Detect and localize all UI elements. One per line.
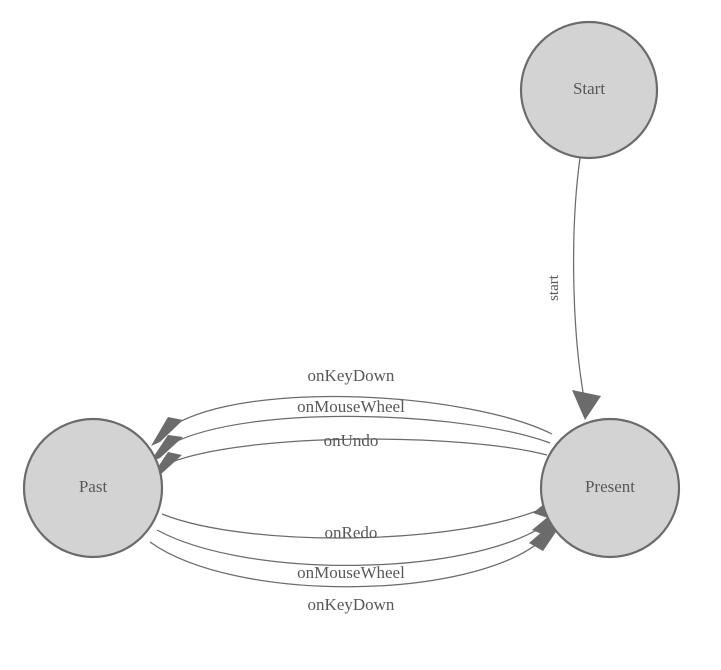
edge-past-to-present-onredo-path [161, 506, 547, 539]
node-present[interactable]: Present [539, 417, 681, 559]
node-present-circle [539, 417, 681, 559]
edge-start-to-present-arrowhead [572, 390, 601, 420]
node-start-label: Start [573, 79, 605, 98]
node-start-circle [519, 20, 659, 160]
edge-label-present-past-onundo: onUndo [324, 431, 379, 450]
edge-label-past-present-onmousewheel: onMouseWheel [297, 563, 405, 582]
node-start[interactable]: Start [519, 20, 659, 160]
edge-past-to-present-onredo[interactable]: onRedo [161, 491, 566, 542]
edge-present-to-past-onkeydown-path [171, 395, 553, 435]
edge-label-present-past-onkeydown: onKeyDown [308, 366, 395, 385]
edge-start-to-present[interactable]: start [546, 157, 601, 420]
edge-present-to-past-onmousewheel[interactable]: onMouseWheel [150, 397, 551, 462]
node-present-label: Present [585, 477, 635, 496]
edge-past-to-present-onkeydown-path [149, 539, 543, 588]
edge-present-to-past-onkeydown-arrowhead [151, 417, 183, 446]
edge-present-to-past-onundo-path [168, 438, 548, 464]
edge-label-past-present-onkeydown: onKeyDown [308, 595, 395, 614]
node-past-label: Past [79, 477, 108, 496]
edge-past-to-present-onkeydown-arrowhead [529, 523, 562, 551]
edge-start-to-present-path [572, 157, 585, 399]
edge-present-to-past-onmousewheel-arrowhead [150, 435, 183, 462]
edge-past-to-present-onkeydown[interactable]: onKeyDown [149, 523, 562, 614]
edge-present-to-past-onmousewheel-path [170, 415, 551, 445]
node-past-circle [22, 417, 164, 559]
edge-label-past-present-onredo: onRedo [325, 523, 378, 542]
edge-present-to-past-onkeydown[interactable]: onKeyDown [151, 366, 553, 446]
edge-label-start: start [546, 274, 562, 301]
edge-past-to-present-onmousewheel-path [156, 524, 546, 567]
edge-present-to-past-onundo[interactable]: onUndo [150, 431, 548, 479]
node-past[interactable]: Past [22, 417, 164, 559]
edge-label-present-past-onmousewheel: onMouseWheel [297, 397, 405, 416]
